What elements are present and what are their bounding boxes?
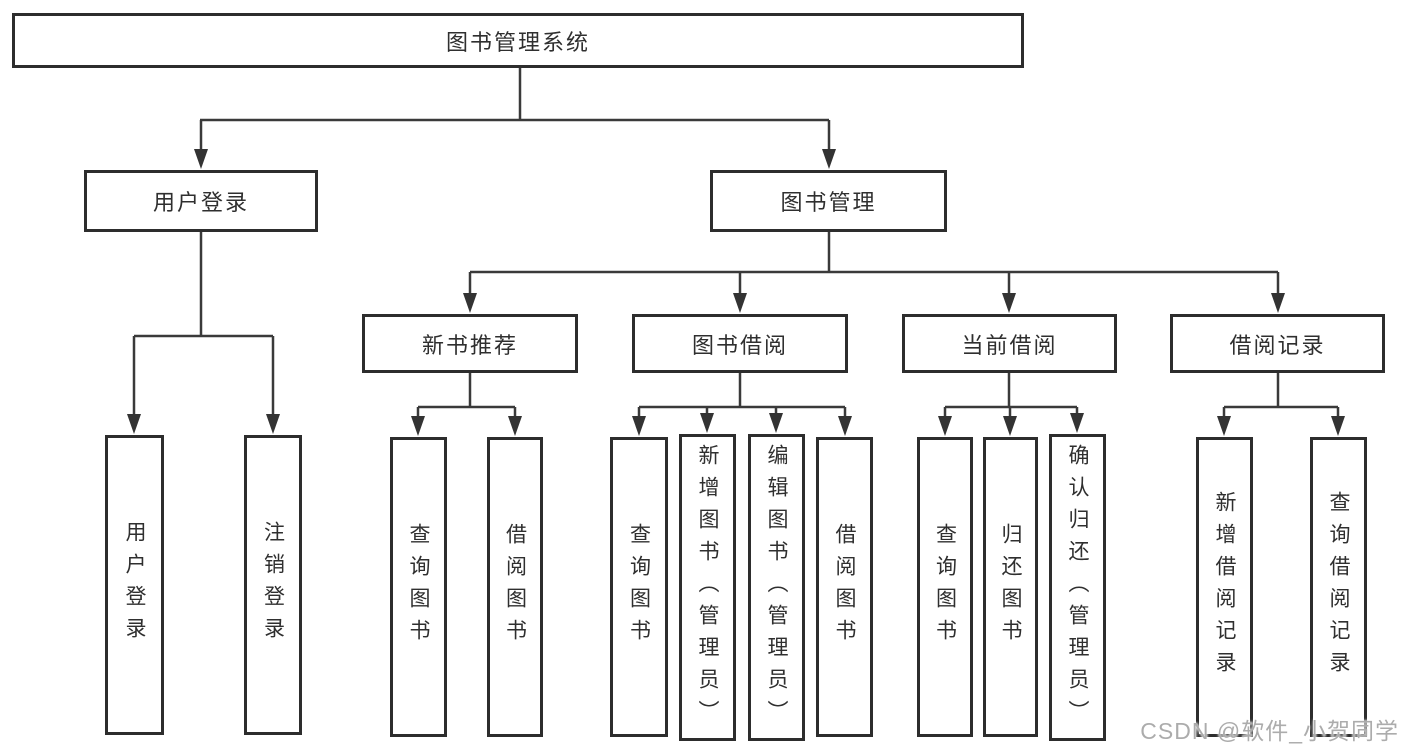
node-label: 查询借阅记录 [1327, 491, 1350, 683]
node-label: 新增借阅记录 [1213, 491, 1236, 683]
node-label: 图书借阅 [691, 332, 788, 358]
node-label: 用户登录 [123, 521, 146, 649]
node-leaf-add-books-admin: 新增图书（管理员） [679, 434, 736, 741]
node-leaf-edit-books-admin: 编辑图书（管理员） [748, 434, 805, 741]
node-label: 归还图书 [999, 523, 1022, 651]
node-label: 借阅图书 [833, 523, 856, 651]
node-leaf-borrow-books-borrowing: 借阅图书 [816, 437, 873, 737]
node-leaf-query-books-current: 查询图书 [917, 437, 973, 737]
node-label: 当前借阅 [961, 332, 1058, 358]
node-leaf-user-login: 用户登录 [105, 435, 164, 735]
node-leaf-query-borrow-record: 查询借阅记录 [1310, 437, 1367, 737]
node-leaf-borrow-books-recommend: 借阅图书 [487, 437, 543, 737]
node-label: 借阅记录 [1229, 332, 1326, 358]
node-user-login: 用户登录 [84, 170, 318, 232]
node-leaf-logout: 注销登录 [244, 435, 302, 735]
node-library-management-system: 图书管理系统 [12, 13, 1024, 68]
node-leaf-query-books-borrowing: 查询图书 [610, 437, 668, 737]
node-label: 查询图书 [627, 523, 651, 651]
csdn-watermark: CSDN @软件_小贺同学 [1140, 718, 1399, 744]
node-label: 新书推荐 [421, 332, 518, 358]
node-label: 图书管理系统 [445, 29, 590, 55]
node-label: 图书管理 [780, 190, 877, 215]
node-borrowing-records: 借阅记录 [1170, 314, 1385, 373]
node-current-borrowing: 当前借阅 [902, 314, 1117, 373]
node-new-book-recommendation: 新书推荐 [362, 314, 578, 373]
node-label: 确认归还（管理员） [1066, 443, 1089, 732]
node-label: 查询图书 [407, 523, 430, 651]
node-label: 编辑图书（管理员） [765, 443, 788, 732]
node-book-management: 图书管理 [710, 170, 947, 232]
node-label: 查询图书 [933, 523, 957, 651]
node-leaf-add-borrow-record: 新增借阅记录 [1196, 437, 1253, 737]
node-book-borrowing: 图书借阅 [632, 314, 848, 373]
node-label: 用户登录 [152, 190, 249, 215]
node-label: 注销登录 [261, 521, 285, 649]
node-leaf-query-books-recommend: 查询图书 [390, 437, 447, 737]
node-leaf-confirm-return-admin: 确认归还（管理员） [1049, 434, 1106, 741]
node-label: 借阅图书 [503, 523, 527, 651]
node-label: 新增图书（管理员） [696, 443, 719, 732]
node-leaf-return-books: 归还图书 [983, 437, 1038, 737]
